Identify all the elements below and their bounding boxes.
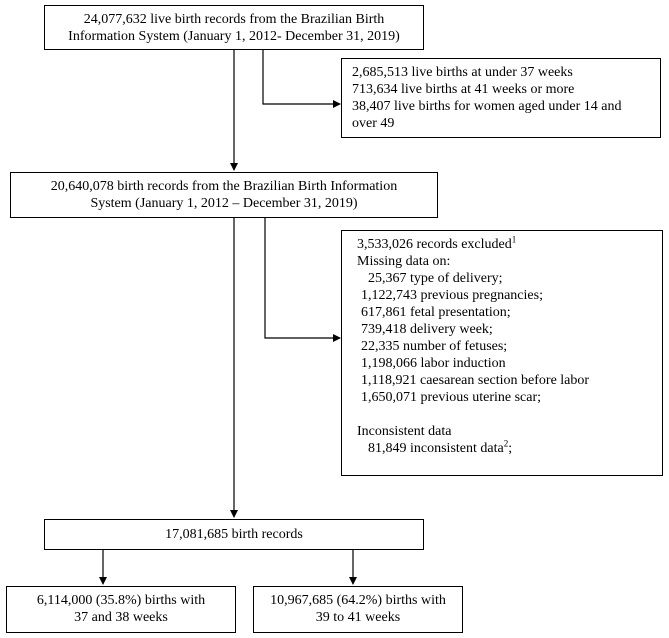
exclusion1-line: 38,407 live births for women aged under … — [352, 99, 622, 114]
inconsistent-item-suffix: ; — [508, 441, 513, 456]
exclusion2-header: 3,533,026 records excluded1 — [357, 234, 662, 253]
missing-item: 1,122,743 previous pregnancies; — [361, 288, 543, 303]
missing-item: 25,367 type of delivery; — [368, 271, 503, 286]
box-final-text: 17,081,685 birth records — [165, 527, 303, 542]
missing-item: 22,335 number of fetuses; — [361, 339, 508, 354]
exclusion2-header-text: 3,533,026 records excluded — [357, 237, 512, 252]
exclusion1-line: over 49 — [352, 116, 395, 131]
box-final-records: 17,081,685 birth records — [44, 519, 424, 550]
inconsistent-item: 81,849 inconsistent data2; — [357, 438, 662, 457]
arrow-to-exclusion2 — [264, 218, 341, 342]
footnote-marker-1: 1 — [511, 234, 517, 245]
exclusion1-line: 713,634 live births at 41 weeks or more — [352, 82, 575, 97]
box-exclusion-first: 2,685,513 live births at under 37 weeks … — [341, 58, 661, 138]
box-filtered-line2: System (January 1, 2012 – December 31, 2… — [90, 196, 358, 211]
missing-item: 1,650,071 previous uterine scar; — [361, 390, 542, 405]
box-filtered-line1: 20,640,078 birth records from the Brazil… — [50, 179, 398, 194]
box-39-41-line2: 39 to 41 weeks — [315, 610, 401, 625]
box-initial-line2: Information System (January 1, 2012- Dec… — [68, 29, 400, 44]
box-initial-line1: 24,077,632 live birth records from the B… — [83, 12, 385, 27]
box-37-38-line2: 37 and 38 weeks — [74, 610, 168, 625]
box-exclusion-second: 3,533,026 records excluded1 Missing data… — [341, 230, 663, 476]
spacer — [357, 406, 662, 423]
box-births-39-41: 10,967,685 (64.2%) births with 39 to 41 … — [253, 586, 463, 633]
box-37-38-line1: 6,114,000 (35.8%) births with — [36, 593, 206, 608]
box-filtered-records: 20,640,078 birth records from the Brazil… — [10, 172, 438, 218]
footnote-marker-2: 2 — [503, 438, 509, 449]
inconsistent-data-title: Inconsistent data — [357, 424, 452, 439]
box-initial-records: 24,077,632 live birth records from the B… — [44, 5, 424, 50]
arrow-to-exclusion1 — [262, 50, 341, 108]
inconsistent-item-text: 81,849 inconsistent data — [368, 441, 504, 456]
missing-item: 617,861 fetal presentation; — [361, 305, 511, 320]
exclusion1-line: 2,685,513 live births at under 37 weeks — [352, 65, 573, 80]
missing-item: 1,118,921 caesarean section before labor — [361, 373, 590, 388]
missing-item: 739,418 delivery week; — [361, 322, 493, 337]
missing-item: 1,198,066 labor induction — [361, 356, 506, 371]
missing-data-title: Missing data on: — [357, 254, 451, 269]
box-births-37-38: 6,114,000 (35.8%) births with 37 and 38 … — [6, 586, 236, 633]
box-39-41-line1: 10,967,685 (64.2%) births with — [270, 593, 446, 608]
